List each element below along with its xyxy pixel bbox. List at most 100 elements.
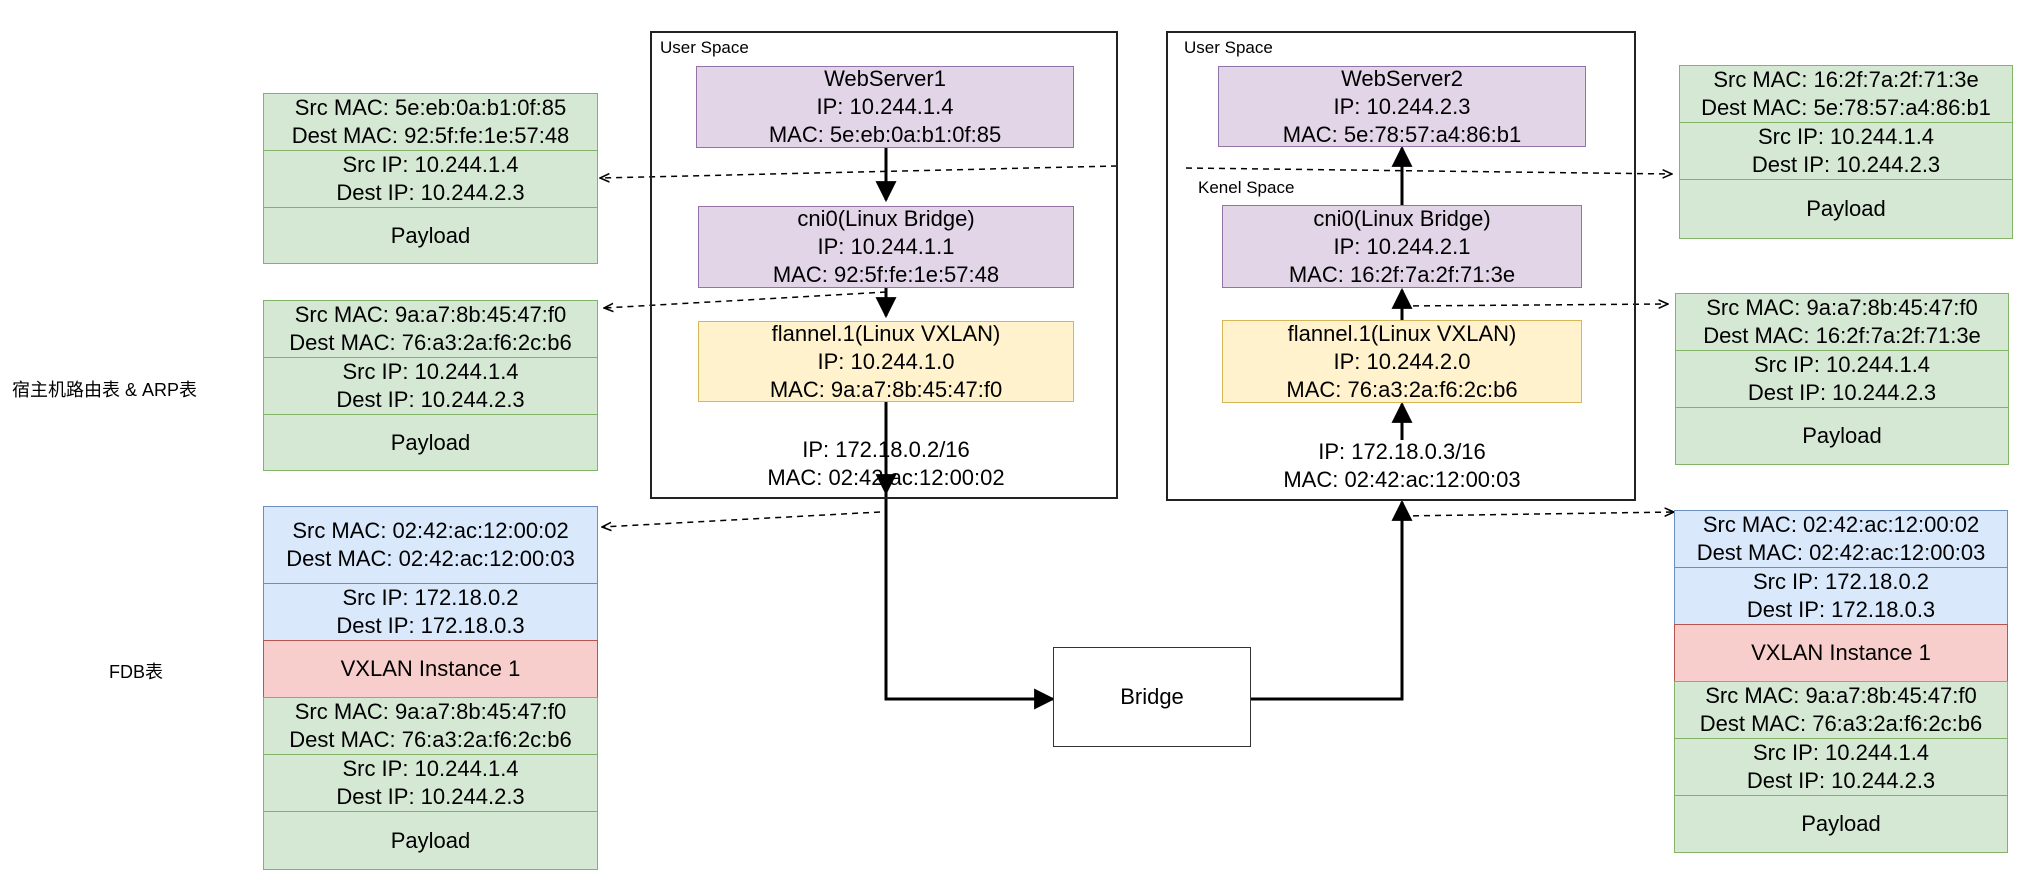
- right-p1-dst-ip: Dest IP: 10.244.2.3: [1751, 152, 1941, 177]
- left-packet3-inner-mac: Src MAC: 9a:a7:8b:45:47:f0 Dest MAC: 76:…: [263, 697, 598, 755]
- eth-right-ip: IP: 172.18.0.3/16: [1318, 439, 1486, 464]
- webserver2-name: WebServer2: [1341, 65, 1463, 91]
- webserver2-mac: MAC: 5e:78:57:a4:86:b1: [1282, 121, 1522, 147]
- right-p3-dst-ip: Dest IP: 10.244.2.3: [1746, 768, 1936, 793]
- left-packet2-mac-header: Src MAC: 9a:a7:8b:45:47:f0 Dest MAC: 76:…: [263, 300, 598, 358]
- flannel-right-ip: IP: 10.244.2.0: [1333, 348, 1471, 374]
- left-p1-dst-ip: Dest IP: 10.244.2.3: [336, 180, 525, 205]
- left-packet3-payload: Payload: [263, 811, 598, 870]
- right-packet1-payload: Payload: [1679, 179, 2013, 239]
- right-p3-vxlan-label: VXLAN Instance 1: [1751, 640, 1931, 665]
- left-packet3-vxlan-header: VXLAN Instance 1: [263, 640, 598, 698]
- cni0-right-name: cni0(Linux Bridge): [1313, 205, 1491, 231]
- bridge-label: Bridge: [1120, 684, 1184, 709]
- flannel-left-name: flannel.1(Linux VXLAN): [771, 320, 1001, 346]
- route-arp-note: 宿主机路由表 & ARP表: [12, 380, 198, 400]
- dashed-pointer-left-3: [602, 511, 881, 527]
- left-p2-src-mac: Src MAC: 9a:a7:8b:45:47:f0: [294, 302, 567, 327]
- right-p2-payload-label: Payload: [1802, 423, 1882, 448]
- left-p3-src-mac: Src MAC: 9a:a7:8b:45:47:f0: [294, 699, 567, 724]
- flannel-right-name: flannel.1(Linux VXLAN): [1287, 320, 1517, 346]
- eth-left-ip: IP: 172.18.0.2/16: [802, 437, 970, 462]
- flannel-left-mac: MAC: 9a:a7:8b:45:47:f0: [769, 376, 1003, 402]
- left-packet1-payload: Payload: [263, 207, 598, 264]
- left-p3-dst-ip: Dest IP: 10.244.2.3: [336, 784, 525, 809]
- flannel-left-ip: IP: 10.244.1.0: [817, 348, 955, 374]
- arrow-eth-left-to-bridge: [884, 493, 1056, 710]
- right-packet3-payload: Payload: [1674, 795, 2008, 853]
- cni0-left-name: cni0(Linux Bridge): [797, 206, 975, 231]
- cni0-left-mac: MAC: 92:5f:fe:1e:57:48: [772, 262, 1000, 287]
- left-packet3-inner-ip: Src IP: 10.244.1.4 Dest IP: 10.244.2.3: [263, 754, 598, 812]
- right-p3-outer-dst-ip: Dest IP: 172.18.0.3: [1746, 597, 1936, 622]
- right-p2-dst-mac: Dest MAC: 16:2f:7a:2f:71:3e: [1703, 323, 1981, 348]
- right-p2-src-ip: Src IP: 10.244.1.4: [1753, 352, 1931, 377]
- right-kernel-space-label: Kenel Space: [1198, 178, 1295, 197]
- right-packet2-payload: Payload: [1675, 407, 2009, 465]
- right-p1-dst-mac: Dest MAC: 5e:78:57:a4:86:b1: [1701, 95, 1991, 120]
- cni0-left-box: cni0(Linux Bridge) IP: 10.244.1.1 MAC: 9…: [698, 206, 1074, 288]
- flannel-left-box: flannel.1(Linux VXLAN) IP: 10.244.1.0 MA…: [698, 321, 1074, 402]
- flannel-right-box: flannel.1(Linux VXLAN) IP: 10.244.2.0 MA…: [1222, 320, 1582, 403]
- left-p1-src-mac: Src MAC: 5e:eb:0a:b1:0f:85: [294, 95, 567, 120]
- right-p2-dst-ip: Dest IP: 10.244.2.3: [1747, 380, 1937, 405]
- right-user-space-label: User Space: [1184, 38, 1273, 57]
- left-p2-dst-ip: Dest IP: 10.244.2.3: [336, 387, 525, 412]
- left-p3-src-ip: Src IP: 10.244.1.4: [342, 756, 519, 781]
- eth-left-label: IP: 172.18.0.2/16 MAC: 02:42:ac:12:00:02: [700, 436, 1072, 492]
- right-packet3-outer-ip: Src IP: 172.18.0.2 Dest IP: 172.18.0.3: [1674, 567, 2008, 625]
- left-p2-dst-mac: Dest MAC: 76:a3:2a:f6:2c:b6: [289, 330, 572, 355]
- right-packet2-ip-header: Src IP: 10.244.1.4 Dest IP: 10.244.2.3: [1675, 350, 2009, 408]
- right-p1-src-mac: Src MAC: 16:2f:7a:2f:71:3e: [1713, 67, 1979, 92]
- right-p3-payload-label: Payload: [1801, 811, 1881, 836]
- cni0-left-ip: IP: 10.244.1.1: [817, 234, 955, 259]
- right-p1-src-ip: Src IP: 10.244.1.4: [1757, 124, 1935, 149]
- right-packet3-vxlan-header: VXLAN Instance 1: [1674, 624, 2008, 682]
- left-packet2-ip-header: Src IP: 10.244.1.4 Dest IP: 10.244.2.3: [263, 357, 598, 415]
- webserver1-box: WebServer1 IP: 10.244.1.4 MAC: 5e:eb:0a:…: [696, 66, 1074, 148]
- right-packet3-inner-mac: Src MAC: 9a:a7:8b:45:47:f0 Dest MAC: 76:…: [1674, 681, 2008, 739]
- flannel-right-mac: MAC: 76:a3:2a:f6:2c:b6: [1286, 376, 1518, 402]
- left-p3-dst-mac: Dest MAC: 76:a3:2a:f6:2c:b6: [289, 727, 572, 752]
- cni0-right-mac: MAC: 16:2f:7a:2f:71:3e: [1288, 261, 1516, 287]
- eth-right-mac: MAC: 02:42:ac:12:00:03: [1283, 467, 1521, 492]
- left-p1-dst-mac: Dest MAC: 92:5f:fe:1e:57:48: [291, 123, 570, 148]
- left-p1-src-ip: Src IP: 10.244.1.4: [342, 152, 519, 177]
- left-packet3-outer-ip: Src IP: 172.18.0.2 Dest IP: 172.18.0.3: [263, 583, 598, 641]
- webserver1-mac: MAC: 5e:eb:0a:b1:0f:85: [768, 122, 1002, 147]
- left-host-frame: [650, 31, 1118, 499]
- eth-left-mac: MAC: 02:42:ac:12:00:02: [767, 465, 1005, 490]
- webserver2-box: WebServer2 IP: 10.244.2.3 MAC: 5e:78:57:…: [1218, 66, 1586, 147]
- dashed-pointer-left-1: [600, 165, 1118, 178]
- left-p3-vxlan-label: VXLAN Instance 1: [340, 656, 521, 681]
- left-p3-outer-dst-ip: Dest IP: 172.18.0.3: [336, 613, 525, 638]
- eth-right-label: IP: 172.18.0.3/16 MAC: 02:42:ac:12:00:03: [1214, 438, 1590, 494]
- left-p3-outer-dst-mac: Dest MAC: 02:42:ac:12:00:03: [286, 546, 575, 571]
- right-packet3-inner-ip: Src IP: 10.244.1.4 Dest IP: 10.244.2.3: [1674, 738, 2008, 796]
- left-packet1-ip-header: Src IP: 10.244.1.4 Dest IP: 10.244.2.3: [263, 150, 598, 208]
- right-packet3-outer-mac: Src MAC: 02:42:ac:12:00:02 Dest MAC: 02:…: [1674, 510, 2008, 568]
- right-p3-src-ip: Src IP: 10.244.1.4: [1752, 740, 1930, 765]
- webserver1-ip: IP: 10.244.1.4: [816, 94, 954, 119]
- right-p3-outer-src-mac: Src MAC: 02:42:ac:12:00:02: [1702, 512, 1980, 537]
- left-packet3-outer-mac: Src MAC: 02:42:ac:12:00:02 Dest MAC: 02:…: [263, 506, 598, 584]
- right-packet2-mac-header: Src MAC: 9a:a7:8b:45:47:f0 Dest MAC: 16:…: [1675, 293, 2009, 351]
- left-p2-src-ip: Src IP: 10.244.1.4: [342, 359, 519, 384]
- cni0-right-box: cni0(Linux Bridge) IP: 10.244.2.1 MAC: 1…: [1222, 205, 1582, 288]
- dashed-pointer-right-1: [1185, 167, 1672, 174]
- cni0-right-ip: IP: 10.244.2.1: [1333, 233, 1471, 259]
- left-packet2-payload: Payload: [263, 414, 598, 471]
- webserver1-name: WebServer1: [824, 66, 946, 91]
- dashed-pointer-right-3: [1401, 512, 1674, 516]
- right-p3-dst-mac: Dest MAC: 76:a3:2a:f6:2c:b6: [1699, 711, 1983, 736]
- right-host-frame: [1166, 31, 1636, 501]
- fdb-note: FDB表: [109, 662, 163, 682]
- left-p1-payload-label: Payload: [390, 222, 471, 248]
- right-p1-payload-label: Payload: [1806, 196, 1886, 221]
- webserver2-ip: IP: 10.244.2.3: [1333, 93, 1471, 119]
- right-packet1-ip-header: Src IP: 10.244.1.4 Dest IP: 10.244.2.3: [1679, 122, 2013, 180]
- dashed-pointer-right-2: [1401, 304, 1668, 306]
- bridge-box: Bridge: [1053, 647, 1251, 747]
- left-p3-payload-label: Payload: [390, 827, 471, 853]
